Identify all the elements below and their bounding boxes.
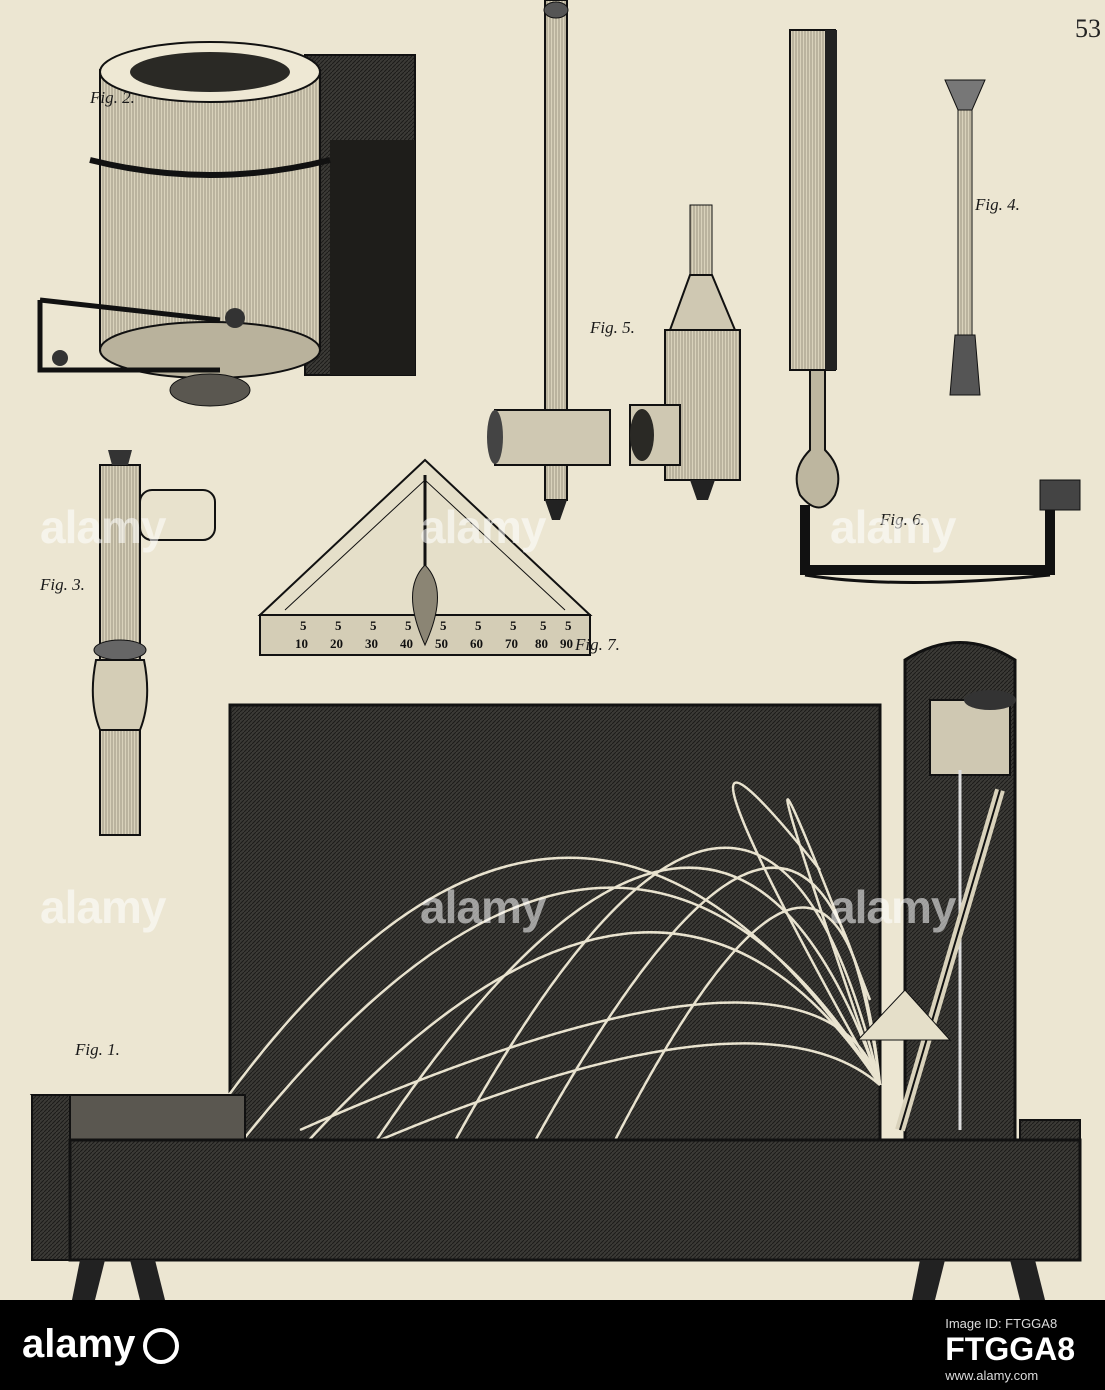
scale-tick: 5	[300, 618, 307, 633]
logo-text: alamy	[22, 1322, 136, 1366]
alamy-mark-icon	[143, 1328, 180, 1365]
figure-label: Fig. 7.	[575, 635, 620, 654]
engraving-illustration	[29, 0, 1082, 1300]
footer-bar: alamy Image ID: FTGGA8 FTGGA8 www.alamy.…	[0, 1300, 1105, 1390]
image-info: Image ID: FTGGA8 FTGGA8 www.alamy.com	[945, 1316, 1075, 1383]
scale-tick: 5	[540, 618, 547, 633]
figure-label: Fig. 1.	[75, 1040, 120, 1059]
scale-tick: 80	[535, 636, 548, 651]
page-number: 53	[1075, 14, 1101, 43]
scale-tick: 60	[470, 636, 483, 651]
scale-tick: 5	[335, 618, 342, 633]
fig7-quadrant	[257, 458, 593, 656]
fig5-rod	[487, 0, 611, 520]
figure-label: Fig. 2.	[90, 88, 135, 107]
figure-label: Fig. 4.	[975, 195, 1020, 214]
fig3-tube	[91, 450, 216, 836]
scale-tick: 70	[505, 636, 518, 651]
engraving-plate: 53 Fig. 2. Fig. 3. Fig. 4. Fig. 5. Fig. …	[0, 0, 1105, 1300]
scale-tick: 50	[435, 636, 448, 651]
fig5-nozzle	[629, 204, 741, 500]
scale-tick: 20	[330, 636, 343, 651]
scale-tick: 40	[400, 636, 413, 651]
figure-label: Fig. 6.	[880, 510, 925, 529]
figure-label: Fig. 3.	[40, 575, 85, 594]
site-url[interactable]: www.alamy.com	[945, 1368, 1039, 1383]
fig6-tube	[789, 29, 1081, 584]
alamy-logo[interactable]: alamy	[22, 1322, 180, 1367]
fig1-apparatus	[29, 641, 1082, 1300]
scale-tick: 5	[565, 618, 572, 633]
image-id: FTGGA8	[945, 1331, 1075, 1367]
figure-label: Fig. 5.	[590, 318, 635, 337]
scale-tick: 90	[560, 636, 573, 651]
water-jets	[188, 781, 882, 1151]
fig2-vessel	[37, 41, 416, 407]
scale-tick: 5	[370, 618, 377, 633]
image-id-label: Image ID: FTGGA8	[945, 1316, 1058, 1331]
scale-tick: 5	[510, 618, 517, 633]
fig4-rod	[944, 79, 986, 396]
scale-tick: 10	[295, 636, 308, 651]
scale-tick: 5	[440, 618, 447, 633]
scale-tick: 30	[365, 636, 378, 651]
scale-tick: 5	[475, 618, 482, 633]
scale-tick: 5	[405, 618, 412, 633]
